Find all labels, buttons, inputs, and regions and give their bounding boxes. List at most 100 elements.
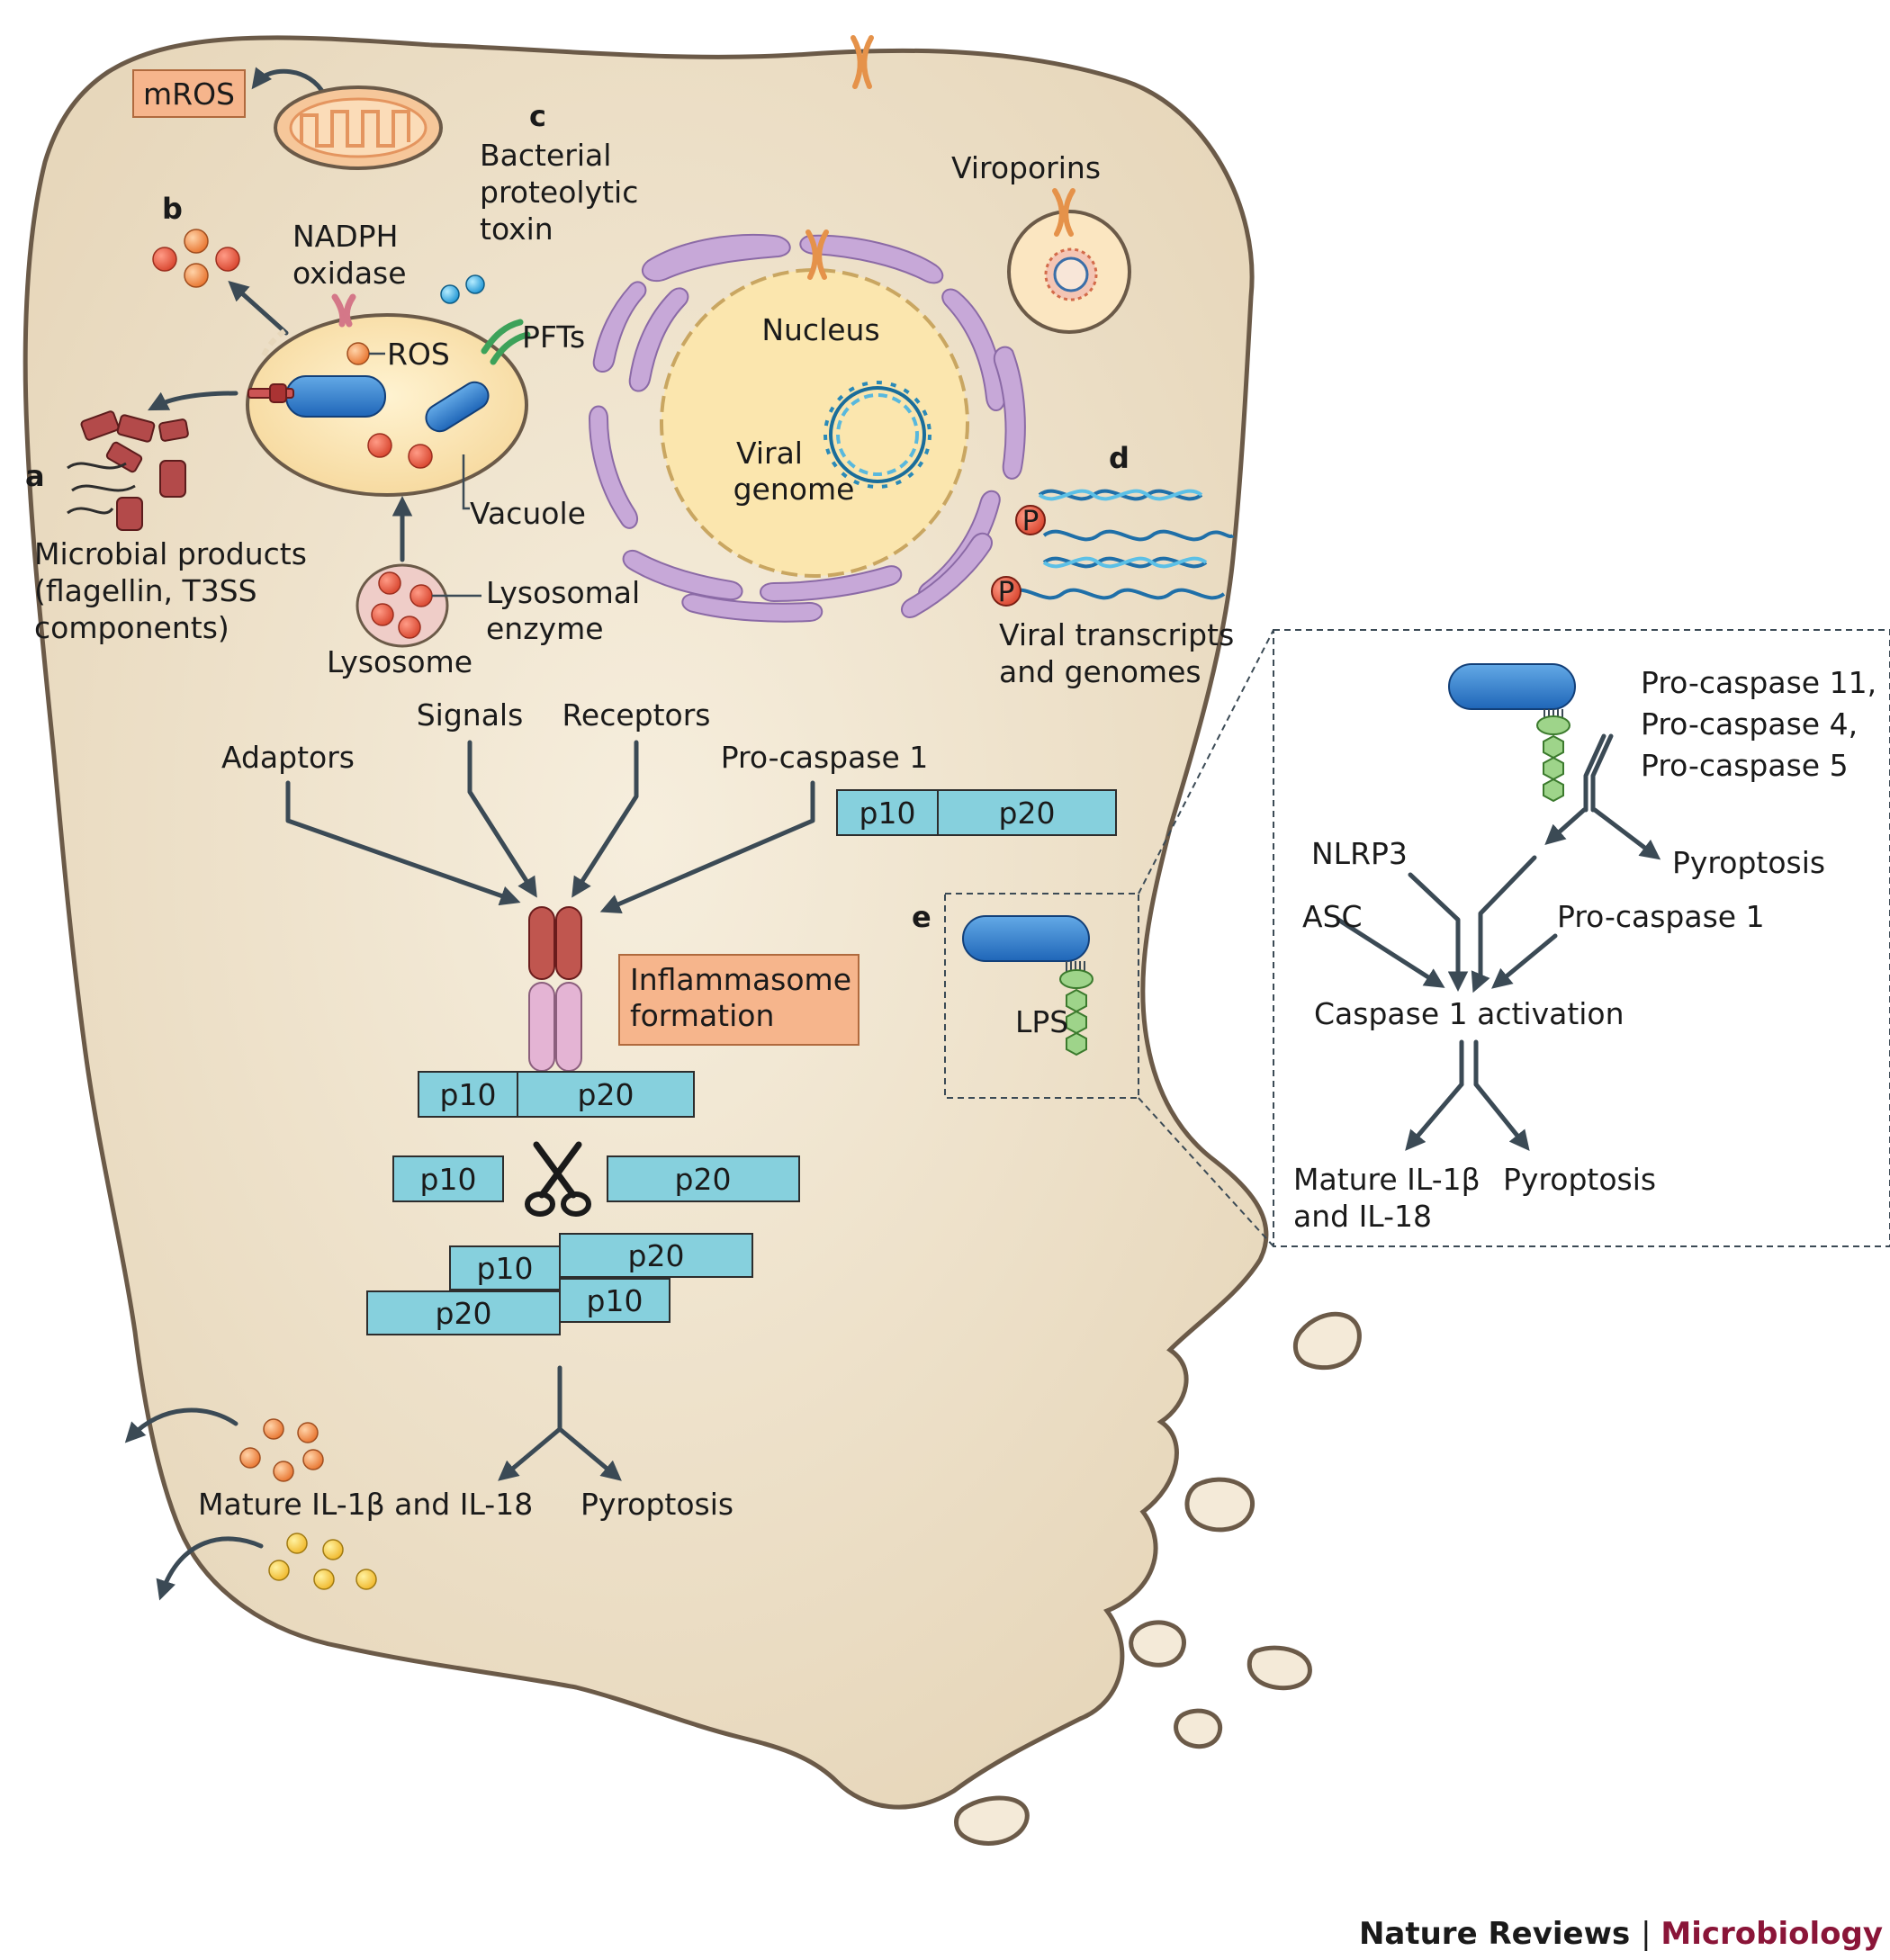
nadph-label-2: oxidase xyxy=(292,256,407,291)
inflammasome-label-1: Inflammasome xyxy=(630,962,851,997)
ros-particles xyxy=(152,229,240,288)
ros-particle xyxy=(346,342,370,365)
panel-d-label: d xyxy=(1109,441,1130,475)
virion-icon xyxy=(1044,247,1098,301)
lps-label: LPS xyxy=(1015,1004,1068,1039)
microbial-products-icon xyxy=(67,410,189,531)
pro-caspase-1-domain xyxy=(836,789,1117,836)
viroporins-label: Viroporins xyxy=(951,150,1101,185)
panel-c-label: c xyxy=(529,99,546,133)
phosphate-label-2: P xyxy=(998,576,1015,608)
t3ss-needle-icon xyxy=(248,383,294,403)
ros-release-arrow xyxy=(228,280,289,336)
panel-a-label: a xyxy=(25,459,45,493)
lysosomal-enzymes xyxy=(371,571,433,639)
tetramer-p20-bottom: p20 xyxy=(436,1296,492,1331)
vacuole-leader-line xyxy=(462,454,470,510)
asc-label: ASC xyxy=(1302,899,1363,934)
outcome-arrows xyxy=(498,1365,622,1481)
inset-zoom-lines xyxy=(1138,629,1274,1247)
assembly-arrows xyxy=(285,740,815,914)
cytokine-particles-yellow xyxy=(268,1533,377,1590)
box-lps-icon xyxy=(1536,709,1570,803)
box-mature-label-1: Mature IL-1β xyxy=(1293,1162,1480,1197)
inflammasome-formation-box xyxy=(618,954,860,1046)
mitochondrion xyxy=(274,85,443,170)
viral-transcripts-label-1: Viral transcripts xyxy=(999,617,1234,652)
inflammasome-complex-icon xyxy=(528,906,582,1072)
panel-e-label: e xyxy=(912,900,932,934)
noncanonical-pathway-box xyxy=(1273,629,1890,1247)
credit-section: Microbiology xyxy=(1660,1916,1883,1952)
mros-release-arrow xyxy=(251,67,327,97)
lps-bacterium xyxy=(962,915,1090,962)
nadph-label-1: NADPH xyxy=(292,219,398,254)
signals-label: Signals xyxy=(417,697,524,733)
tetramer-p20-top: p20 xyxy=(628,1238,685,1273)
caspase-4-label: Pro-caspase 4, xyxy=(1641,706,1858,742)
credit-separator: | xyxy=(1641,1916,1660,1952)
pro-caspase-1-p10: p10 xyxy=(860,796,916,831)
tetramer-p10-top: p10 xyxy=(477,1251,534,1286)
pyroptosis-label: Pyroptosis xyxy=(580,1487,734,1522)
nlrp3-label: NLRP3 xyxy=(1311,836,1408,871)
toxin-label-3: toxin xyxy=(480,211,554,247)
cleaved-fragments xyxy=(392,1155,800,1202)
lysosomal-label-2: enzyme xyxy=(486,611,604,646)
bacterium-2 xyxy=(425,381,490,433)
box-mature-label-2: and IL-18 xyxy=(1293,1199,1432,1234)
microbial-label-1: Microbial products xyxy=(34,536,307,571)
membrane-channel-top xyxy=(850,35,874,89)
scissors-icon xyxy=(525,1141,591,1217)
microbial-label-3: components) xyxy=(34,610,230,645)
il1b-release-arrow xyxy=(124,1407,238,1443)
bound-p20: p20 xyxy=(578,1077,634,1112)
nadph-oxidase-icon xyxy=(331,293,356,328)
pfts-label: PFTs xyxy=(522,319,585,355)
bacterium-1 xyxy=(285,375,386,418)
inflammasome-label-2: formation xyxy=(630,998,774,1033)
microbial-label-2: (flagellin, T3SS xyxy=(34,573,257,608)
viral-genome-icon xyxy=(824,381,932,489)
box-pro-caspase-1-label: Pro-caspase 1 xyxy=(1557,899,1765,934)
viral-transcripts-icon xyxy=(1006,489,1235,600)
adaptors-label: Adaptors xyxy=(221,740,355,775)
viroporin-channel xyxy=(1052,188,1076,237)
caspase-5-label: Pro-caspase 5 xyxy=(1641,748,1849,783)
bound-p10: p10 xyxy=(440,1077,497,1112)
caspase-11-label: Pro-caspase 11, xyxy=(1641,665,1876,700)
viral-genome-label-2: genome xyxy=(734,472,855,507)
ros-label: ROS xyxy=(387,337,450,372)
toxin-particles xyxy=(440,274,485,304)
cleaved-p10: p10 xyxy=(420,1162,477,1197)
box-pyroptosis-label: Pyroptosis xyxy=(1672,845,1825,880)
mros-label: mROS xyxy=(143,76,235,112)
box-pyroptosis-label-2: Pyroptosis xyxy=(1503,1162,1656,1197)
membrane-blebs xyxy=(954,1311,1362,1846)
lps-inset-box xyxy=(944,893,1139,1099)
tetramer-p10-bottom: p10 xyxy=(587,1283,644,1318)
mros-box xyxy=(132,69,246,118)
bound-caspase-domain xyxy=(418,1071,695,1118)
credit-journal: Nature Reviews xyxy=(1359,1916,1630,1952)
cytokine-particles-orange xyxy=(239,1418,324,1482)
caspase-activation-label: Caspase 1 activation xyxy=(1314,996,1624,1031)
nucleus xyxy=(660,268,969,578)
il18-release-arrow xyxy=(156,1536,264,1601)
viral-transcripts-label-2: and genomes xyxy=(999,654,1202,689)
box-bacterium xyxy=(1448,663,1576,710)
microbial-release-arrow xyxy=(148,391,238,411)
phosphate-icon-1 xyxy=(1015,505,1046,535)
vacuole-particles xyxy=(367,433,433,469)
toxin-label-1: Bacterial xyxy=(480,138,611,173)
journal-credit: Nature Reviews | Microbiology xyxy=(1359,1916,1883,1952)
receptors-label: Receptors xyxy=(562,697,710,733)
lps-molecule-icon xyxy=(1059,961,1094,1056)
pro-caspase-1-p20: p20 xyxy=(999,796,1056,831)
mature-il-label: Mature IL-1β and IL-18 xyxy=(198,1487,533,1522)
cleaved-p20: p20 xyxy=(675,1162,732,1197)
noncanonical-arrows xyxy=(1336,733,1661,1152)
active-caspase-tetramer xyxy=(366,1233,753,1335)
panel-b-label: b xyxy=(162,192,183,226)
